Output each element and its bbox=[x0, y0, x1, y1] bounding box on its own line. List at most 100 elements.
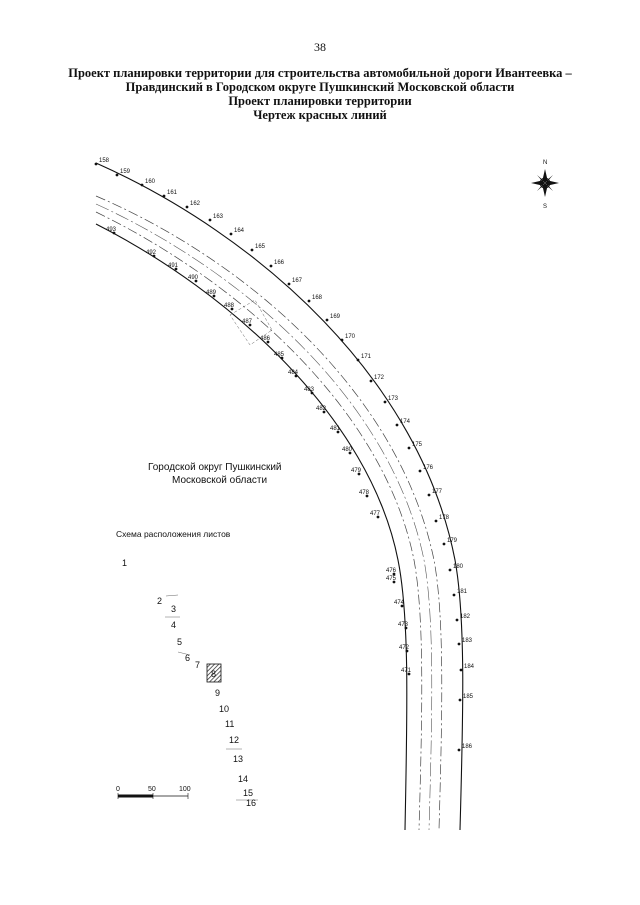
outer-point-173: 173 bbox=[388, 396, 399, 402]
sheet-1: 1 bbox=[122, 558, 127, 568]
outer-point-184: 184 bbox=[464, 664, 475, 670]
outer-marker-178 bbox=[434, 519, 438, 523]
outer-point-161: 161 bbox=[167, 190, 178, 196]
inner-red-line bbox=[95, 223, 408, 831]
outer-point-174: 174 bbox=[400, 419, 411, 425]
inner-point-486: 486 bbox=[260, 336, 271, 342]
sheet-layout-scheme: 1 2 3 4 5 6 7 8 9 10 11 12 13 14 15 16 bbox=[122, 558, 258, 808]
outer-point-175: 175 bbox=[412, 442, 423, 448]
region-label-line-2: Московской области bbox=[172, 474, 267, 486]
road-edge-outer bbox=[95, 195, 443, 831]
inner-marker-476 bbox=[392, 572, 396, 576]
outer-point-164: 164 bbox=[234, 228, 245, 234]
inner-marker-484 bbox=[294, 374, 298, 378]
inner-marker-492 bbox=[152, 254, 156, 258]
outer-marker-170 bbox=[340, 338, 344, 342]
outer-marker-179 bbox=[442, 542, 446, 546]
outer-marker-176 bbox=[418, 469, 422, 473]
outer-point-166: 166 bbox=[274, 260, 285, 266]
outer-marker-175 bbox=[407, 446, 411, 450]
sheet-10: 10 bbox=[219, 704, 229, 714]
outer-marker-162 bbox=[185, 205, 189, 209]
outer-point-170: 170 bbox=[345, 334, 356, 340]
scale-label-0: 0 bbox=[116, 786, 120, 793]
sheet-11: 11 bbox=[225, 719, 234, 729]
outer-point-168: 168 bbox=[312, 295, 323, 301]
outer-point-182: 182 bbox=[460, 614, 471, 620]
inner-marker-486 bbox=[266, 340, 270, 344]
inner-marker-485 bbox=[280, 356, 284, 360]
inner-point-474: 474 bbox=[394, 600, 405, 606]
outer-red-line bbox=[95, 162, 464, 831]
outer-point-165: 165 bbox=[255, 244, 266, 250]
inner-marker-490 bbox=[194, 279, 198, 283]
outer-marker-182 bbox=[455, 618, 459, 622]
outer-marker-185 bbox=[458, 698, 462, 702]
inner-point-473: 473 bbox=[398, 622, 409, 628]
inner-point-475: 475 bbox=[386, 576, 397, 582]
inner-marker-482 bbox=[322, 410, 326, 414]
road-centerline bbox=[95, 203, 433, 831]
inner-point-471: 471 bbox=[401, 668, 412, 674]
outer-marker-177 bbox=[427, 493, 431, 497]
outer-point-162: 162 bbox=[190, 201, 201, 207]
sheet-14: 14 bbox=[238, 774, 248, 784]
sheet-6: 6 bbox=[185, 653, 190, 663]
inner-point-482: 482 bbox=[316, 406, 327, 412]
compass-south: S bbox=[543, 204, 547, 210]
inner-point-487: 487 bbox=[242, 319, 253, 325]
region-label-line-1: Городской округ Пушкинский bbox=[148, 462, 282, 473]
sheet-4: 4 bbox=[171, 620, 176, 630]
compass-north: N bbox=[543, 160, 547, 166]
inner-marker-478 bbox=[365, 494, 369, 498]
outer-point-181: 181 bbox=[457, 589, 468, 595]
outer-point-179: 179 bbox=[447, 538, 458, 544]
outer-marker-160 bbox=[140, 183, 144, 187]
title-line-4: Чертеж красных линий bbox=[253, 108, 387, 122]
scale-label-100: 100 bbox=[179, 786, 191, 793]
inner-marker-473 bbox=[404, 626, 408, 630]
outer-marker-180 bbox=[448, 568, 452, 572]
outer-marker-161 bbox=[162, 194, 166, 198]
inner-point-493: 493 bbox=[106, 227, 117, 233]
inner-marker-488 bbox=[230, 307, 234, 311]
outer-point-183: 183 bbox=[462, 638, 473, 644]
outer-marker-183 bbox=[457, 642, 461, 646]
auxiliary-outline bbox=[229, 299, 273, 346]
inner-marker-493 bbox=[112, 231, 116, 235]
title-line-3: Проект планировки территории bbox=[228, 94, 412, 108]
sheet-8: 8 bbox=[211, 669, 216, 679]
inner-marker-479 bbox=[357, 472, 361, 476]
inner-marker-487 bbox=[248, 323, 252, 327]
outer-point-158: 158 bbox=[99, 158, 110, 164]
inner-point-489: 489 bbox=[206, 290, 217, 296]
outer-marker-158 bbox=[94, 162, 98, 166]
compass-rose: N S bbox=[531, 160, 559, 210]
road-edge-inner bbox=[95, 211, 423, 831]
sheet-7: 7 bbox=[195, 660, 200, 670]
title-line-1: Проект планировки территории для строите… bbox=[68, 66, 572, 80]
sheet-12: 12 bbox=[229, 735, 239, 745]
outer-point-172: 172 bbox=[374, 375, 385, 381]
inner-marker-471 bbox=[407, 672, 411, 676]
outer-marker-172 bbox=[369, 379, 373, 383]
sheet-15: 15 bbox=[243, 788, 253, 798]
outer-point-185: 185 bbox=[463, 694, 474, 700]
inner-marker-475 bbox=[392, 580, 396, 584]
inner-point-478: 478 bbox=[359, 490, 370, 496]
inner-marker-481 bbox=[336, 430, 340, 434]
outer-point-169: 169 bbox=[330, 314, 341, 320]
sheet-9: 9 bbox=[215, 688, 220, 698]
outer-marker-164 bbox=[229, 232, 233, 236]
outer-point-160: 160 bbox=[145, 179, 156, 185]
outer-marker-165 bbox=[250, 248, 254, 252]
outer-marker-166 bbox=[269, 264, 273, 268]
inner-point-490: 490 bbox=[188, 275, 199, 281]
outer-point-167: 167 bbox=[292, 278, 303, 284]
inner-marker-489 bbox=[212, 294, 216, 298]
sheet-13: 13 bbox=[233, 754, 243, 764]
inner-point-labels: 4934924914904894884874864854844834824814… bbox=[106, 227, 412, 676]
outer-marker-168 bbox=[307, 299, 311, 303]
outer-marker-163 bbox=[208, 218, 212, 222]
inner-point-492: 492 bbox=[146, 250, 157, 256]
